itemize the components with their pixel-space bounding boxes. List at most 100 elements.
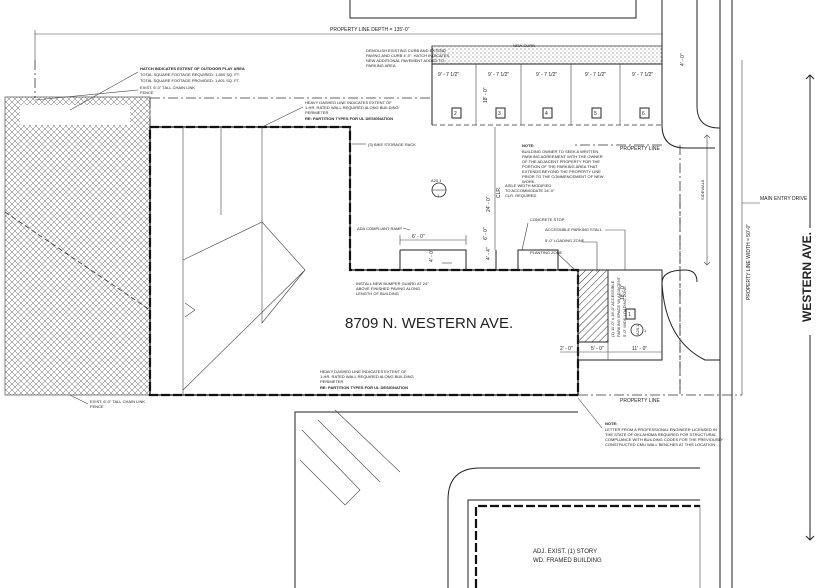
engineer-note-3: COMPLIANCE WITH BUILDING CODES FOR THE P… bbox=[605, 437, 723, 442]
top-building-edge bbox=[349, 0, 637, 19]
dim-4ft: 4' - 0" bbox=[429, 249, 435, 262]
note-hatch-play-area: HATCH INDICATES EXTENT OF OUTDOOR PLAY A… bbox=[34, 66, 245, 111]
property-line-depth-label: PROPERTY LINE DEPTH = 135'-0" bbox=[330, 27, 410, 33]
stall-length-dim: 18' - 0" bbox=[620, 284, 626, 300]
new-pavement-hatch bbox=[431, 45, 663, 65]
dim-5ft: 5' - 0" bbox=[591, 346, 604, 352]
note-heavy-dashed-top: HEAVY DASHED LINE INDICATES EXTENT OF 1-… bbox=[261, 100, 399, 128]
accessible-space-note-1: (1) 11'-0" x 18'-0" ACCESSIBLE bbox=[610, 280, 615, 337]
note-bike-storage: (3) BIKE STORAGE RACK bbox=[352, 142, 416, 147]
dim-6ft: 6' - 0" bbox=[412, 234, 425, 240]
detail-tag-right-num: A20.1 bbox=[635, 324, 640, 335]
property-line-width-label: PROPERTY LINE WIDTH = 50'-0" bbox=[746, 224, 752, 300]
stall-number-4: 4 bbox=[545, 111, 548, 117]
loading-zone-label: 5'-0" LOADING ZONE bbox=[545, 238, 585, 243]
top-curb-dim: 4' - 0" bbox=[680, 53, 686, 66]
note-curb: DEMOLISH EXISTING CURB AND EXTEND PAVING… bbox=[366, 48, 450, 68]
heavy-bot-1: HEAVY DASHED LINE INDICATES EXTENT OF bbox=[320, 369, 407, 374]
stall-dim-3: 9' - 7 1/2" bbox=[536, 72, 557, 78]
curb-note-3: NEW ADDITIONAL PAVEMENT ADDED TO bbox=[366, 58, 444, 63]
clear-label: CLR. bbox=[496, 187, 502, 198]
stall-number-1: 1 bbox=[628, 312, 631, 318]
heavy-top-2: 1-HR. RATED WALL REQUIRED ALONG BUILDING bbox=[305, 105, 399, 110]
hatch-note-line1: TOTAL SQUARE FOOTAGE REQUIRED: 1,800 SQ.… bbox=[140, 72, 240, 77]
stall-dim-4: 9' - 7 1/2" bbox=[585, 72, 606, 78]
note-engineer-letter: NOTE: LETTER FROM A PROFESSIONAL ENGINEE… bbox=[577, 397, 723, 447]
parking-note-4: PORTION OF THE PARKING AREA THAT bbox=[522, 164, 598, 169]
stall-number-6: 6 bbox=[642, 111, 645, 117]
note-bumper-guard: INSTALL NEW BUMPER GUARD AT 24" ABOVE FI… bbox=[356, 281, 429, 296]
detail-tag-top-num: A20.1 bbox=[431, 178, 442, 183]
planting-zone-label: PLANTING ZONE bbox=[530, 250, 563, 255]
engineer-note-4: CONSTRUCTED CMU WALL BENCHES AT THIS LOC… bbox=[605, 442, 715, 447]
note-aisle-width: AISLE WIDTH MODIFIED TO ACCOMMODATE 24'-… bbox=[505, 183, 555, 198]
detail-tag-top-sub: 1 bbox=[437, 193, 440, 198]
main-entry-drive-label: MAIN ENTRY DRIVE bbox=[760, 196, 808, 202]
accessible-stall-label: ACCESSIBLE PARKING STALL bbox=[545, 227, 603, 232]
play-area-label-mask bbox=[20, 105, 130, 125]
note-right-labels: CONCRETE STOP ACCESSIBLE PARKING STALL 5… bbox=[521, 217, 626, 272]
fence-note-top-2: FENCE bbox=[140, 90, 154, 95]
dim-24ft: 24' - 0" bbox=[486, 196, 492, 212]
stall-depth-dim: 18' - 0" bbox=[483, 87, 489, 103]
accessible-space-note-3: 5'-0" WIDE LOADING ZONE bbox=[622, 286, 627, 337]
detail-tag-top: A20.1 1 bbox=[431, 178, 447, 198]
fence-bot-2: FENCE bbox=[90, 404, 104, 409]
dim-2ft: 2' - 0" bbox=[560, 346, 573, 352]
ramp-area: 6' - 0" 4' - 0" 4' - 4" 24' - 0" CLR. 6'… bbox=[399, 127, 559, 271]
bike-storage-label: (3) BIKE STORAGE RACK bbox=[368, 142, 416, 147]
stall-dim-2: 9' - 7 1/2" bbox=[488, 72, 509, 78]
aisle-note-3: CLR. REQUIRED bbox=[505, 193, 536, 198]
note-fence-bottom: EXIST. 6'-0" TALL CHAIN LINK FENCE bbox=[69, 394, 145, 409]
accessible-space-note-2: PARKING SPACE W/ ADJACENT bbox=[616, 276, 621, 337]
stall-dim-1: 9' - 7 1/2" bbox=[438, 72, 459, 78]
note-parking-agreement: NOTE: BUILDING OWNER TO SEEK A WRITTEN P… bbox=[522, 143, 604, 184]
engineer-note-2: THE STATE OF OKLAHOMA REQUIRED FOR STRUC… bbox=[605, 432, 717, 437]
heavy-bot-4: RE: PARTITION TYPES FOR UL DESIGNATION bbox=[320, 385, 408, 390]
stall-number-2: 2 bbox=[454, 111, 457, 117]
hatch-note-line2: TOTAL SQUARE FOOTAGE PROVIDED: 1,801 SQ.… bbox=[140, 78, 240, 83]
property-line-label-bottom: PROPERTY LINE bbox=[620, 398, 660, 404]
heavy-top-4: RE: PARTITION TYPES FOR UL DESIGNATION bbox=[305, 116, 393, 121]
heavy-bot-3: PERIMETER bbox=[320, 379, 343, 384]
parking-note-6: PRIOR TO THE COMMENCEMENT OF NEW bbox=[522, 174, 604, 179]
accessible-parking-stall: 1 (1) 11'-0" x 18'-0" ACCESSIBLE PARKING… bbox=[560, 269, 663, 361]
adjacent-building-label-2: WD. FRAMED BUILDING bbox=[533, 558, 602, 564]
fence-bot-1: EXIST. 6'-0" TALL CHAIN LINK bbox=[90, 399, 145, 404]
bumper-note-2: ABOVE FINISHED PAVING ALONG bbox=[356, 286, 420, 291]
detail-tag-right: A20.1 1 bbox=[630, 323, 647, 337]
parking-note-5: EXTENDS BEYOND THE PROPERTY LINE bbox=[522, 169, 601, 174]
detail-tag-right-sub: 1 bbox=[644, 328, 647, 333]
diagonal-fence-line bbox=[4, 211, 151, 311]
fence-note-top-1: EXIST. 6'-0" TALL CHAIN LINK bbox=[140, 85, 195, 90]
street-name-label: WESTERN AVE. bbox=[800, 232, 814, 322]
parking-note-1: BUILDING OWNER TO SEEK A WRITTEN bbox=[522, 149, 598, 154]
ada-ramp-label: ADA COMPLIANT RAMP bbox=[357, 226, 402, 231]
sidewalk-label: SIDEWALK bbox=[700, 179, 705, 200]
property-line-top bbox=[149, 97, 430, 127]
stall-number-5: 5 bbox=[594, 111, 597, 117]
adjacent-building-label-1: ADJ. EXIST. (1) STORY bbox=[533, 549, 597, 555]
stall-number-3: 3 bbox=[498, 111, 501, 117]
curb-note-1: DEMOLISH EXISTING CURB AND EXTEND bbox=[366, 48, 446, 53]
parking-area: 9' - 7 1/2" 9' - 7 1/2" 9' - 7 1/2" 9' -… bbox=[431, 43, 686, 126]
dim-11ft: 11' - 0" bbox=[632, 346, 647, 352]
engineer-note-1: LETTER FROM A PROFESSIONAL ENGINEER LICE… bbox=[605, 427, 717, 432]
hatch-note-title: HATCH INDICATES EXTENT OF OUTDOOR PLAY A… bbox=[140, 66, 245, 71]
note-heavy-dashed-bottom: HEAVY DASHED LINE INDICATES EXTENT OF 1-… bbox=[320, 369, 414, 390]
bumper-note-3: LENGTH OF BUILDING bbox=[356, 291, 399, 296]
parking-note-head: NOTE: bbox=[522, 143, 534, 148]
stall-dim-5: 9' - 7 1/2" bbox=[632, 72, 653, 78]
heavy-top-1: HEAVY DASHED LINE INDICATES EXTENT OF bbox=[305, 100, 392, 105]
dim-4ft-4in: 4' - 4" bbox=[486, 247, 492, 260]
building-footprint: 8709 N. WESTERN AVE. bbox=[148, 125, 580, 397]
property-line-label-top: PROPERTY LINE bbox=[620, 146, 660, 152]
parking-note-2: PARKING AGREEMENT WITH THE OWNER bbox=[522, 154, 603, 159]
concrete-stop-label: CONCRETE STOP bbox=[530, 217, 565, 222]
dim-6ft-side: 6' - 0" bbox=[483, 227, 489, 240]
curb-note-2: PAVING AND CURB 4'-0". HATCH INDICATES bbox=[366, 53, 450, 58]
heavy-bot-2: 1-HR. RATED WALL REQUIRED ALONG BUILDING bbox=[320, 374, 414, 379]
curb-note-4: PARKING AREA bbox=[366, 63, 396, 68]
parking-note-7: WORK. bbox=[522, 179, 536, 184]
